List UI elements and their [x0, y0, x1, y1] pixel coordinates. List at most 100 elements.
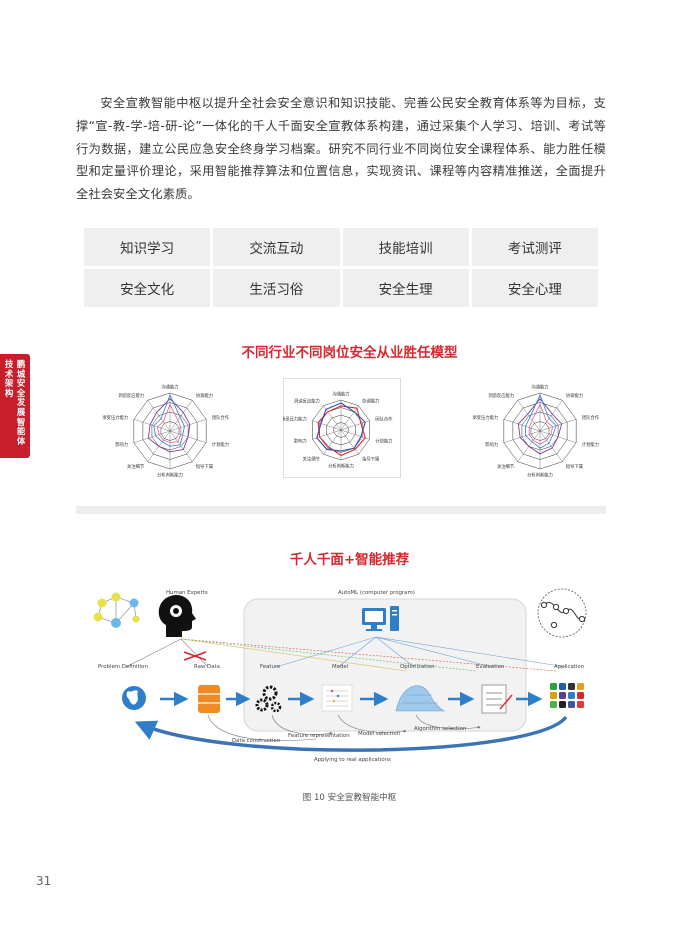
radar-axis-label: 洞谙反应能力: [488, 392, 514, 399]
radar-axis-label: 协调能力: [566, 392, 583, 399]
radar-axis-label: 团队合作: [212, 414, 230, 421]
recommend-title: 千人千面+智能推荐: [289, 552, 410, 568]
radar-axis-label: 指导下属: [196, 463, 213, 470]
radar-axis-label: 关注细节: [303, 456, 321, 463]
radar-axis-label: 沟通能力: [332, 391, 349, 398]
automl-program-label: AutoML (computer program): [338, 590, 415, 596]
radar-axis-label: 协调能力: [196, 392, 213, 399]
side-tab-section: 技术架构: [4, 359, 14, 398]
category-cell: 交流互动: [213, 228, 340, 266]
radar-axis-label: 沟通能力: [531, 384, 548, 391]
radar-axis-label: 洞谙反应能力: [294, 397, 320, 404]
radar-axis-label: 分析判断能力: [157, 472, 183, 479]
optimization-surface-icon: [395, 685, 445, 712]
stage-label-problem: Problem Definition: [98, 664, 148, 670]
stage-label-evaluation: Evaluation: [476, 664, 504, 670]
category-cell: 安全心理: [471, 269, 598, 307]
section-divider: [76, 506, 606, 514]
radar-series: [525, 393, 557, 449]
radar-axis-label: 计划能力: [582, 441, 599, 448]
application-apps-icon: [550, 683, 584, 708]
radar-axis-label: 指导下属: [362, 456, 379, 463]
radar-axis: [503, 419, 541, 432]
radar-series: [156, 403, 182, 443]
model-table-icon: [321, 684, 353, 712]
radar-axis: [147, 400, 171, 432]
radar-axis: [503, 430, 541, 443]
radar-series: [153, 393, 185, 447]
radar-series: [528, 403, 554, 445]
radar-axis: [169, 419, 207, 432]
radar-axis-label: 影响力: [115, 441, 128, 448]
radar-frame: [283, 378, 401, 478]
radar-axis: [517, 400, 541, 432]
stage-label-feature: Feature: [260, 664, 281, 670]
radar-axis-label: 计划能力: [212, 441, 229, 448]
loop-label-feature: Feature representation: [288, 733, 350, 739]
stage-label-model: Model: [332, 664, 348, 670]
radar-axis-label: 洞谙反应能力: [118, 392, 144, 399]
loop-label-algorithm: Algorithm selection: [414, 726, 466, 732]
radar-axis-label: 分析判断能力: [527, 472, 553, 479]
radar-axis-label: 沟通能力: [161, 384, 178, 391]
evaluation-checklist-icon: [481, 684, 513, 714]
radar-series: [317, 405, 366, 457]
intro-paragraph: 安全宣教智能中枢以提升全社会安全意识和知识技能、完善公民安全教育体系等为目标，支…: [76, 96, 606, 202]
network-graph-icon: [93, 592, 140, 628]
radar-axis: [133, 430, 171, 443]
blocked-x-icon: [183, 651, 207, 661]
category-grid: 知识学习 交流互动 技能培训 考试测评 安全文化 生活习俗 安全生理 安全心理: [84, 228, 598, 307]
radar-series: [517, 397, 563, 455]
radar-axis-label: 关注细节: [497, 463, 515, 470]
stage-label-raw-data: Raw Data: [194, 664, 220, 670]
category-cell: 技能培训: [342, 228, 469, 266]
radar-axis: [133, 419, 171, 432]
radar-axis: [169, 430, 193, 462]
radar-axis-label: 影响力: [485, 441, 498, 448]
radar-axis: [323, 429, 342, 455]
radar-axis-label: 关注细节: [127, 463, 145, 470]
page-number: 31: [36, 874, 52, 888]
radar-series: [316, 402, 366, 452]
side-tab-title: 鹏城安全发展智能体: [16, 359, 26, 446]
loop-label-applying: Applying to real applications: [314, 757, 391, 763]
radar-chart-middle: 沟通能力协调能力团队合作计划能力指导下属分析判断能力关注细节影响力承受压力能力洞…: [283, 378, 401, 478]
figure-caption: 图 10 安全宣教智能中枢: [302, 793, 397, 803]
radar-axis-label: 协调能力: [362, 397, 379, 404]
radar-axis-label: 承受压力能力: [283, 415, 307, 422]
neural-path-icon: [537, 588, 587, 638]
radar-axis-label: 指导下属: [566, 463, 583, 470]
category-cell: 安全文化: [84, 269, 211, 307]
radar-axis: [340, 405, 359, 431]
radar-axis: [539, 400, 563, 432]
competency-title: 不同行业不同岗位安全从业胜任模型: [241, 345, 458, 361]
category-cell: 安全生理: [342, 269, 469, 307]
human-experts-label: Human Experts: [166, 590, 208, 596]
loop-label-model: Model selection: [358, 731, 400, 737]
real-applications-loop-arrow: [134, 715, 568, 752]
radar-axis-label: 承受压力能力: [102, 414, 128, 421]
radar-axis: [539, 430, 563, 462]
globe-icon: [122, 686, 146, 710]
human-head-gear-icon: [158, 594, 196, 637]
radar-axis-label: 团队合作: [582, 414, 600, 421]
radar-axis: [539, 419, 577, 432]
radar-axis-label: 影响力: [294, 438, 307, 445]
computer-icon: [362, 606, 399, 631]
category-cell: 生活习俗: [213, 269, 340, 307]
radar-axis: [340, 429, 359, 455]
loop-label-data: Data construction: [232, 738, 280, 744]
radar-axis-label: 承受压力能力: [472, 414, 498, 421]
radar-axis-label: 团队合作: [375, 415, 393, 422]
automl-diagram: Human Experts AutoML (computer program): [93, 588, 587, 763]
side-tab: 技术架构 鹏城安全发展智能体: [0, 354, 30, 458]
radar-axis-label: 计划能力: [375, 438, 392, 445]
stage-label-optimization: Optimization: [400, 664, 434, 670]
radar-axis: [312, 420, 342, 431]
stage-label-application: Application: [554, 664, 584, 670]
database-icon: [198, 685, 220, 713]
category-cell: 考试测评: [471, 228, 598, 266]
category-cell: 知识学习: [84, 228, 211, 266]
